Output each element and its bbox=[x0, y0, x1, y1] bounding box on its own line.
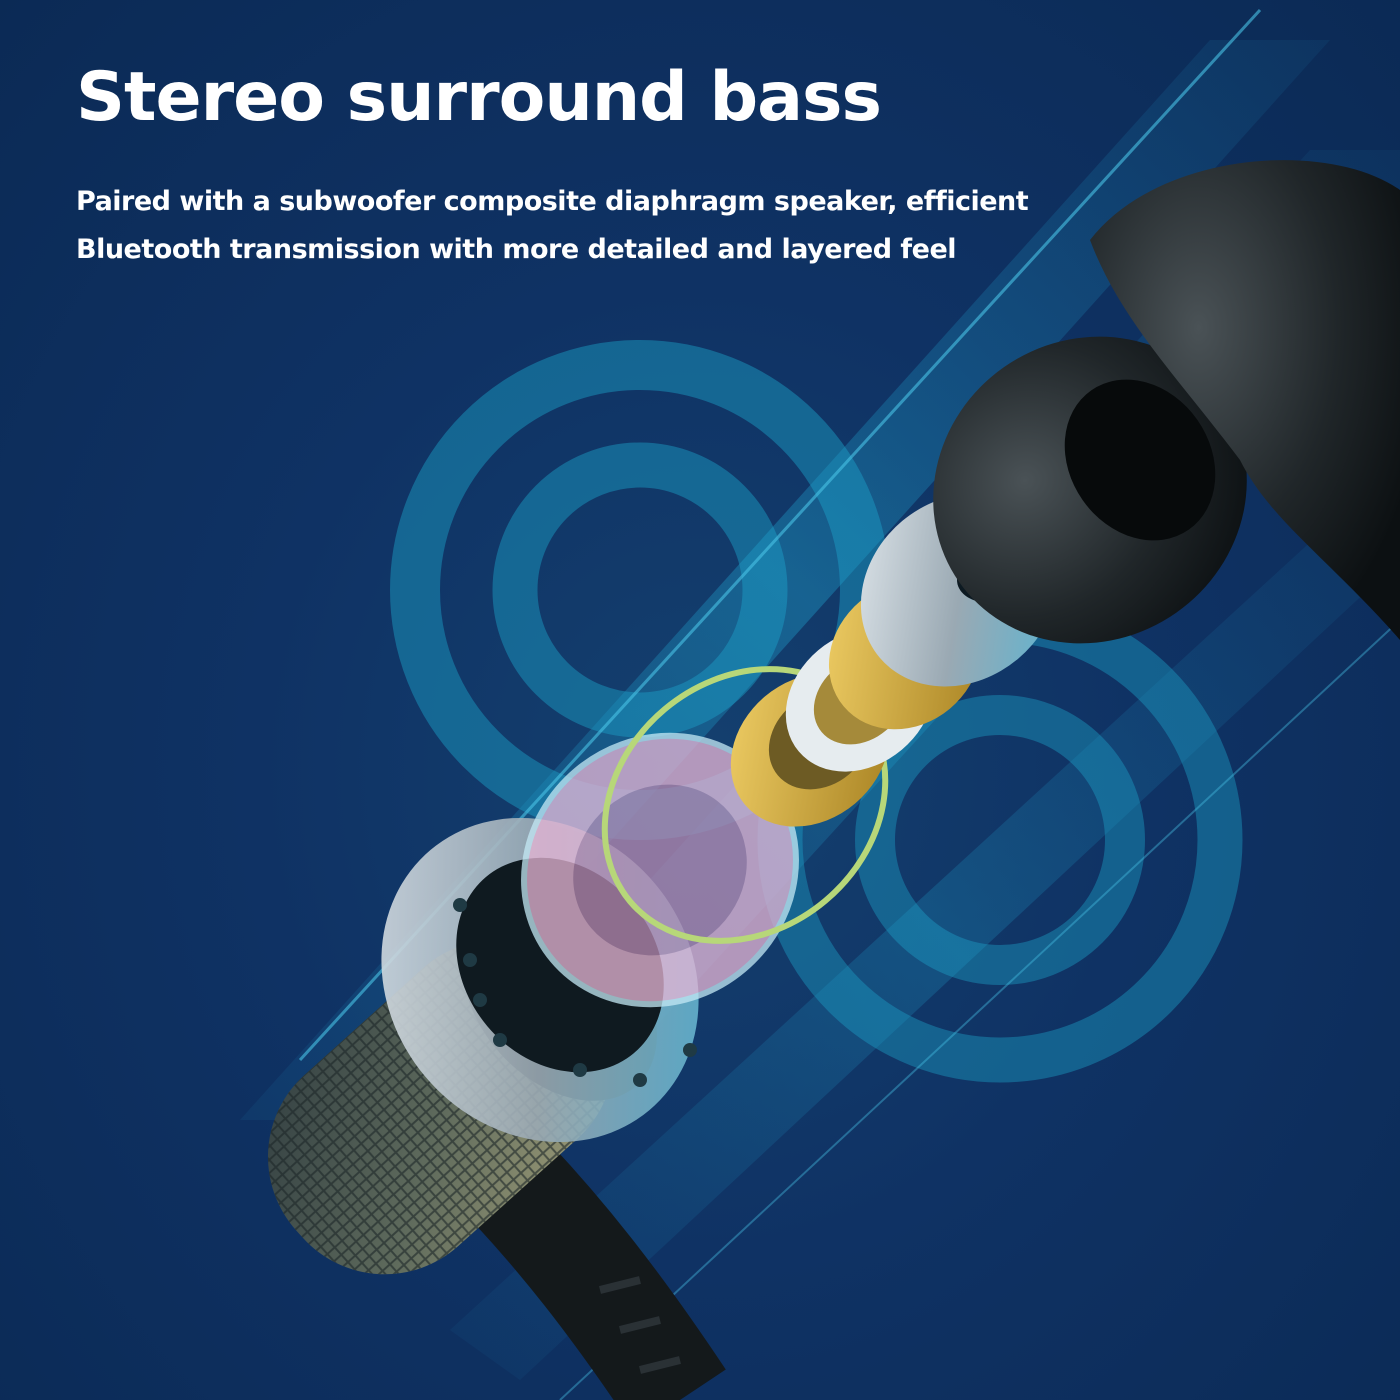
subcopy: Paired with a subwoofer composite diaphr… bbox=[76, 178, 1029, 274]
diaphragm bbox=[521, 732, 799, 1008]
subcopy-line-2: Bluetooth transmission with more detaile… bbox=[76, 234, 957, 265]
subcopy-line-1: Paired with a subwoofer composite diaphr… bbox=[76, 186, 1029, 217]
ear-tip-back bbox=[1090, 160, 1400, 640]
headline: Stereo surround bass bbox=[76, 58, 882, 137]
ear-tip-front bbox=[933, 336, 1247, 644]
